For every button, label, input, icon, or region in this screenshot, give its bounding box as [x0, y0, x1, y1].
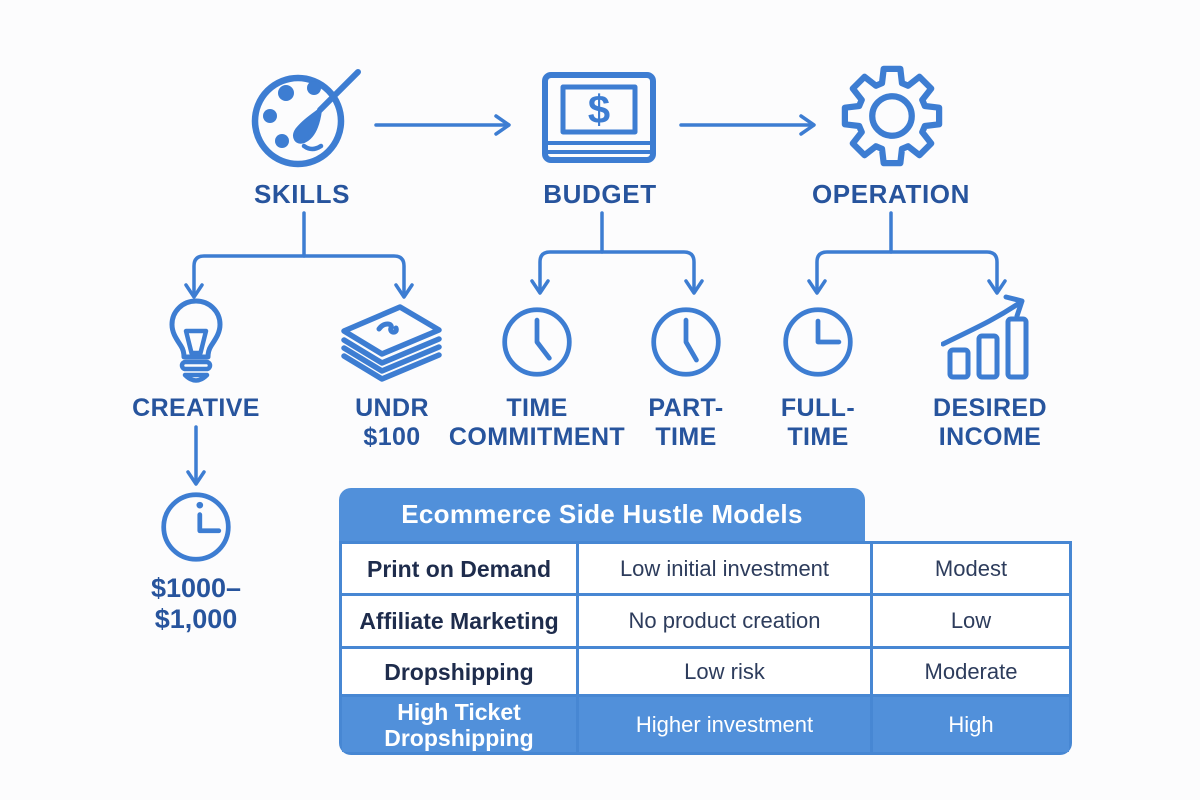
desired-income-label-line2: INCOME: [938, 423, 1042, 451]
table-cell-model: High Ticket Dropshipping: [342, 697, 576, 752]
budget-branch: [538, 250, 696, 291]
full-time-label-line2: TIME: [787, 423, 849, 451]
palette-icon: [251, 69, 361, 168]
table-cell-level: Moderate: [873, 649, 1069, 694]
part-time-label: PART- TIME: [586, 394, 786, 452]
arrowhead-right-2: [799, 114, 816, 136]
arrowhead-right-1: [494, 114, 511, 136]
full-time-label: FULL- TIME: [718, 394, 918, 452]
time-commitment-label-line2: COMMITMENT: [448, 423, 626, 451]
creative-result-line2: $1,000: [154, 604, 238, 634]
arrowhead-down-parttime: [684, 279, 704, 295]
table-cell-feature: Higher investment: [579, 697, 870, 752]
skills-label: SKILLS: [253, 179, 351, 209]
creative-result-line1: $1000–: [150, 573, 242, 603]
clock-icon: [783, 307, 853, 377]
budget-label: BUDGET: [543, 179, 657, 209]
table-cell-feature: Low initial investment: [579, 544, 870, 593]
operation-label: OPERATION: [811, 179, 971, 209]
creative-label: CREATIVE: [96, 394, 296, 423]
gear-icon: [841, 65, 943, 167]
clock-icon: [161, 492, 231, 562]
under-100-label: UNDR $100: [292, 394, 492, 452]
under-100-label-line1: UNDR: [355, 394, 429, 422]
creative-label-line1: CREATIVE: [132, 394, 260, 422]
arrowhead-down-creative: [184, 283, 204, 299]
full-time-label-line1: FULL-: [780, 394, 856, 422]
growth-chart-icon: [941, 294, 1029, 380]
cash-stack-icon: [341, 304, 442, 382]
svg-text:$: $: [588, 88, 610, 132]
desired-income-label: DESIRED INCOME: [890, 394, 1090, 452]
part-time-label-line2: TIME: [655, 423, 717, 451]
table-cell-model: Print on Demand: [342, 544, 576, 593]
table-cell-model: Dropshipping: [342, 649, 576, 694]
table-cell-feature: No product creation: [579, 596, 870, 646]
creative-result-text: $1000– $1,000: [106, 573, 286, 635]
table-cell-level: Low: [873, 596, 1069, 646]
table-cell-level: Modest: [873, 544, 1069, 593]
arrowhead-down-fulltime: [807, 279, 827, 295]
part-time-label-line1: PART-: [648, 394, 724, 422]
arrowhead-down-result: [186, 470, 206, 486]
table-body: Print on Demand Low initial investment M…: [339, 541, 1072, 755]
table-cell-feature: Low risk: [579, 649, 870, 694]
desired-income-label-line1: DESIRED: [933, 394, 1047, 422]
cash-bill-icon: $: [542, 72, 656, 163]
table-cell-model: Affiliate Marketing: [342, 596, 576, 646]
skills-branch: [192, 254, 406, 295]
under-100-label-line2: $100: [363, 423, 421, 451]
time-commitment-label: TIME COMMITMENT: [427, 394, 647, 452]
arrowhead-down-timecommit: [530, 279, 550, 295]
clock-icon: [502, 307, 572, 377]
arrowhead-down-under100: [394, 283, 414, 299]
clock-icon: [651, 307, 721, 377]
time-commitment-label-line1: TIME: [506, 394, 568, 422]
arrowhead-down-income: [987, 279, 1007, 295]
operation-branch: [815, 250, 999, 291]
table-title: Ecommerce Side Hustle Models: [339, 488, 865, 541]
lightbulb-icon: [169, 298, 223, 383]
table-cell-level: High: [873, 697, 1069, 752]
